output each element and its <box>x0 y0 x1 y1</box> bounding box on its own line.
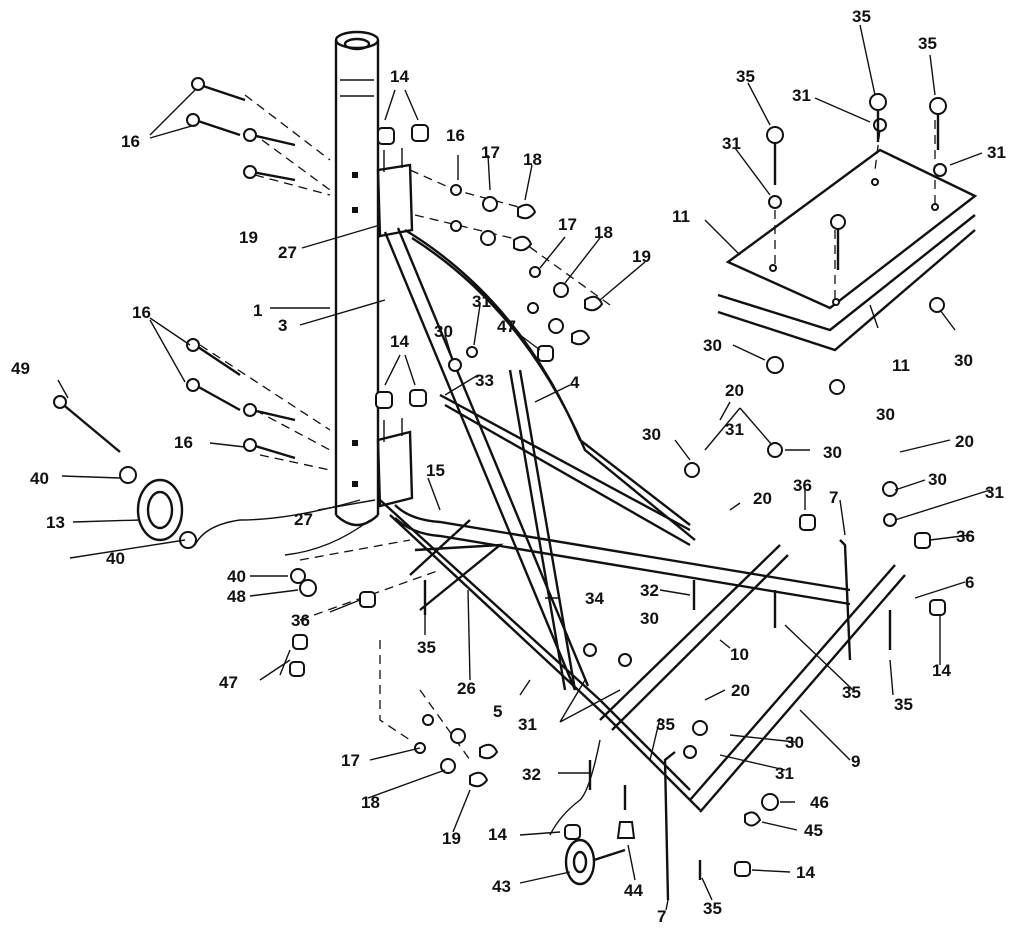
callout-label: 30 <box>823 443 842 462</box>
callout-label: 35 <box>894 695 913 714</box>
callout-label: 30 <box>434 322 453 341</box>
callout-label: 27 <box>294 510 313 529</box>
callout-label: 35 <box>417 638 436 657</box>
callout-label: 16 <box>174 433 193 452</box>
callout-label: 30 <box>876 405 895 424</box>
callout-label: 43 <box>492 877 511 896</box>
callout-label: 44 <box>624 881 643 900</box>
callout-label: 20 <box>725 381 744 400</box>
upper-bracket <box>376 148 414 238</box>
callout-label: 10 <box>730 645 749 664</box>
callout-label: 35 <box>703 899 722 918</box>
callout-label: 17 <box>481 143 500 162</box>
callout-label: 31 <box>985 483 1004 502</box>
callout-label: 36 <box>956 527 975 546</box>
callout-labels: 35 35 35 31 31 31 11 11 30 30 30 14 16 1… <box>11 7 1006 926</box>
callout-label: 30 <box>640 609 659 628</box>
callout-label: 16 <box>446 126 465 145</box>
callout-label: 14 <box>390 332 409 351</box>
callout-label: 15 <box>426 461 445 480</box>
callout-label: 33 <box>475 371 494 390</box>
callout-label: 17 <box>558 215 577 234</box>
callout-label: 31 <box>987 143 1006 162</box>
callout-label: 7 <box>657 907 666 926</box>
callout-label: 11 <box>672 207 690 226</box>
callout-label: 47 <box>219 673 238 692</box>
callout-label: 49 <box>11 359 30 378</box>
callout-label: 6 <box>965 573 974 592</box>
callout-label: 40 <box>30 469 49 488</box>
callout-label: 7 <box>829 488 838 507</box>
callout-label: 18 <box>361 793 380 812</box>
vertical-post <box>334 30 380 527</box>
callout-label: 36 <box>291 611 310 630</box>
callout-label: 35 <box>656 715 675 734</box>
hardware <box>53 77 947 901</box>
callout-label: 30 <box>703 336 722 355</box>
callout-label: 47 <box>497 317 516 336</box>
callout-label: 31 <box>775 764 794 783</box>
callout-label: 14 <box>390 67 409 86</box>
callout-label: 13 <box>46 513 65 532</box>
callout-label: 31 <box>722 134 741 153</box>
leader-arrows <box>57 24 991 911</box>
callout-label: 17 <box>341 751 360 770</box>
callout-label: 16 <box>132 303 151 322</box>
callout-label: 31 <box>725 420 744 439</box>
callout-label: 31 <box>792 86 811 105</box>
callout-label: 3 <box>278 316 287 335</box>
callout-label: 14 <box>488 825 507 844</box>
lower-bracket <box>376 418 414 508</box>
callout-label: 32 <box>522 765 541 784</box>
callout-label: 19 <box>239 228 258 247</box>
callout-label: 20 <box>753 489 772 508</box>
callout-label: 30 <box>642 425 661 444</box>
callout-label: 19 <box>442 829 461 848</box>
callout-label: 18 <box>594 223 613 242</box>
callout-label: 31 <box>518 715 537 734</box>
callout-label: 40 <box>227 567 246 586</box>
callout-label: 27 <box>278 243 297 262</box>
callout-label: 11 <box>892 356 910 375</box>
callout-label: 45 <box>804 821 823 840</box>
callout-label: 46 <box>810 793 829 812</box>
callout-label: 18 <box>523 150 542 169</box>
callout-label: 30 <box>954 351 973 370</box>
callout-label: 30 <box>785 733 804 752</box>
callout-label: 19 <box>632 247 651 266</box>
callout-label: 14 <box>796 863 815 882</box>
callout-label: 35 <box>852 7 871 26</box>
callout-label: 16 <box>121 132 140 151</box>
callout-label: 40 <box>106 549 125 568</box>
callout-label: 35 <box>842 683 861 702</box>
callout-label: 48 <box>227 587 246 606</box>
callout-label: 1 <box>253 301 262 320</box>
callout-label: 35 <box>736 67 755 86</box>
callout-label: 9 <box>851 752 860 771</box>
callout-label: 30 <box>928 470 947 489</box>
callout-label: 20 <box>955 432 974 451</box>
callout-label: 34 <box>585 589 604 608</box>
callout-label: 35 <box>918 34 937 53</box>
frame-tubes <box>379 227 906 813</box>
mounting-plates <box>717 148 978 352</box>
callout-label: 36 <box>793 476 812 495</box>
callout-label: 5 <box>493 702 502 721</box>
callout-label: 32 <box>640 581 659 600</box>
callout-label: 26 <box>457 679 476 698</box>
callout-label: 4 <box>570 373 580 392</box>
callout-label: 14 <box>932 661 951 680</box>
callout-label: 20 <box>731 681 750 700</box>
assembly-guide-lines <box>199 94 936 761</box>
callout-label: 31 <box>472 292 491 311</box>
